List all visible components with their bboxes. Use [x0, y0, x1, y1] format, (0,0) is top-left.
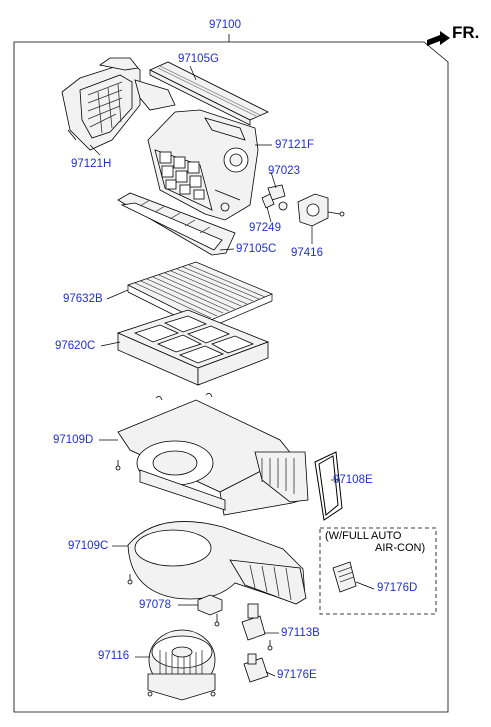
option-note-line2: AIR-CON) — [375, 542, 426, 554]
leader-lines — [89, 65, 375, 677]
part-label-97249[interactable]: 97249 — [249, 222, 281, 234]
part-97632B-drawing — [127, 261, 273, 331]
part-97416-drawing — [297, 193, 345, 227]
part-label-97116[interactable]: 97116 — [98, 650, 130, 662]
clip-drawings — [155, 393, 213, 401]
part-label-97632B[interactable]: 97632B — [63, 293, 103, 305]
part-label-97078[interactable]: 97078 — [139, 599, 171, 611]
part-97176E-drawing — [243, 653, 269, 683]
part-label-97109D[interactable]: 97109D — [53, 434, 94, 446]
part-label-97108E[interactable]: 97108E — [333, 474, 373, 486]
part-label-97176D[interactable]: 97176D — [377, 582, 418, 594]
part-97121F-drawing — [147, 109, 259, 221]
front-direction-label: FR. — [452, 23, 480, 42]
part-97116-drawing — [147, 629, 216, 701]
part-label-97105C[interactable]: 97105C — [236, 243, 277, 255]
part-label-97176E[interactable]: 97176E — [277, 669, 317, 681]
part-97113B-drawing — [241, 603, 273, 651]
part-label-97105G[interactable]: 97105G — [178, 53, 219, 65]
assembly-number-label[interactable]: 97100 — [209, 19, 241, 31]
part-97109D-drawing — [115, 399, 309, 516]
part-97078-drawing — [197, 594, 223, 627]
option-note-line1: (W/FULL AUTO — [325, 530, 402, 542]
part-label-97023[interactable]: 97023 — [268, 165, 300, 177]
part-97121H-drawing — [61, 57, 176, 151]
part-label-97109C[interactable]: 97109C — [68, 540, 109, 552]
part-97105C-drawing — [117, 192, 236, 256]
part-97620C-drawing — [116, 309, 270, 386]
front-arrow-icon — [427, 31, 450, 46]
option-box — [319, 527, 437, 615]
part-97108E-drawing — [314, 451, 343, 521]
part-label-97416[interactable]: 97416 — [291, 247, 323, 259]
assembly-frame — [13, 34, 449, 713]
part-label-97620C[interactable]: 97620C — [55, 340, 96, 352]
part-97109C-drawing — [127, 521, 307, 605]
part-97249-drawing — [261, 193, 288, 211]
part-97176D-drawing — [332, 561, 357, 593]
part-label-97113B[interactable]: 97113B — [281, 627, 320, 639]
part-label-97121F[interactable]: 97121F — [275, 139, 315, 151]
part-97105G-drawing — [149, 61, 269, 126]
part-label-97121H[interactable]: 97121H — [71, 158, 112, 170]
